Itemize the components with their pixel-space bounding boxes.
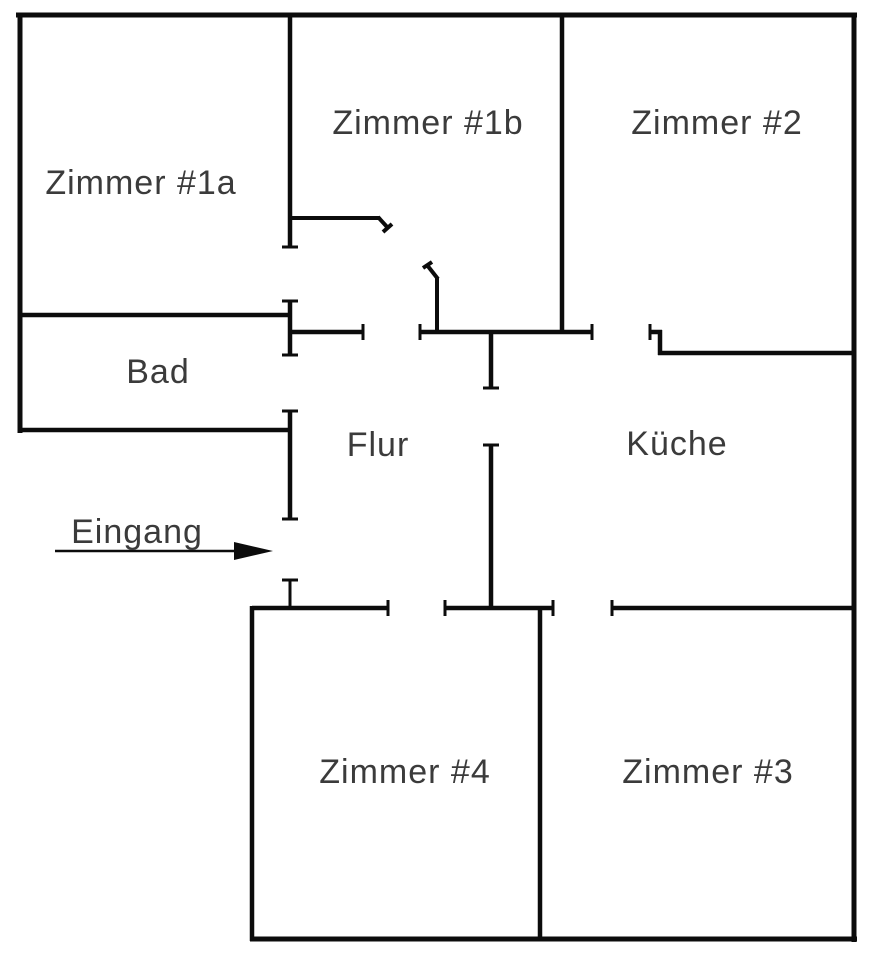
door-leaf-zimmer-1b-cap (381, 222, 394, 234)
room-labels: Zimmer #1a Zimmer #1b Zimmer #2 Bad Flur… (45, 104, 802, 791)
door-leaf-zimmer-1b-kink (376, 215, 390, 230)
door-leaf-flur-cap (421, 260, 434, 270)
entrance-arrow-head-icon (234, 542, 273, 560)
room-label-kueche: Küche (626, 425, 727, 463)
door-jamb-ticks (282, 245, 652, 616)
interior-walls (18, 13, 856, 941)
room-label-zimmer-2: Zimmer #2 (631, 104, 802, 142)
room-label-zimmer-1a: Zimmer #1a (45, 164, 236, 202)
door-leaves (290, 215, 440, 332)
entrance-label: Eingang (71, 513, 203, 551)
outer-walls (16, 12, 857, 942)
room-label-zimmer-3: Zimmer #3 (622, 753, 793, 791)
room-label-flur: Flur (347, 426, 410, 464)
room-label-zimmer-1b: Zimmer #1b (332, 104, 523, 142)
door-leaf-flur-kink (425, 263, 440, 281)
room-label-bad: Bad (126, 353, 190, 391)
room-label-zimmer-4: Zimmer #4 (319, 753, 490, 791)
entrance-arrow (55, 542, 273, 560)
